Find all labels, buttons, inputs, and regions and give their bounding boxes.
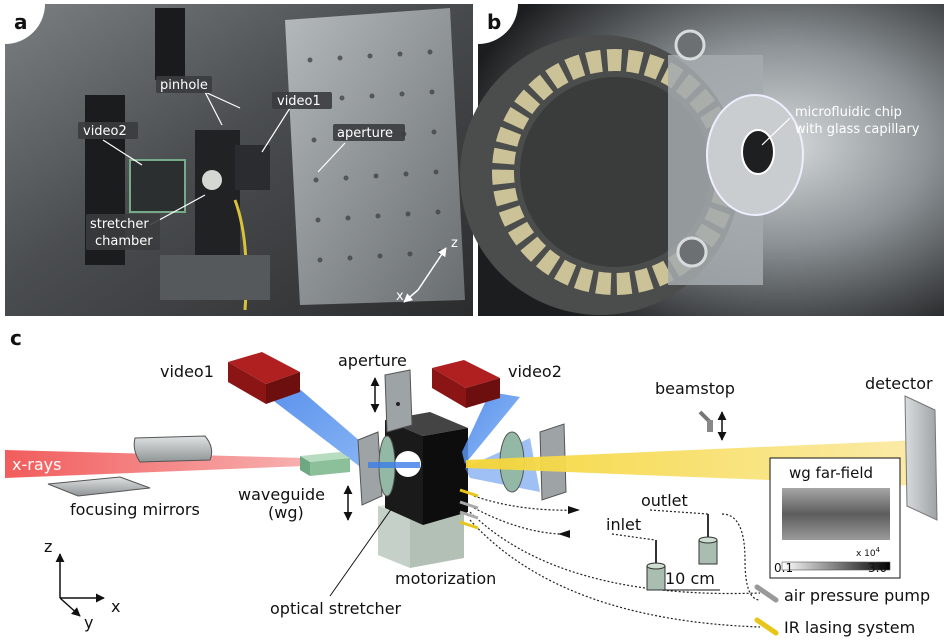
video2-tag (78, 122, 138, 139)
scale-label: 10 cm (665, 569, 715, 588)
chip-leader (761, 117, 791, 146)
far-field-image (782, 488, 890, 540)
panel-c-letter: c (10, 326, 22, 350)
stretcher-label-line1: stretcher (90, 217, 149, 232)
stretcher-chamber-body (195, 130, 240, 270)
top-mount (155, 8, 185, 80)
waveguide-label-line1: waveguide (238, 485, 325, 504)
aperture-plate (384, 369, 413, 433)
panel-a-leaders (102, 91, 346, 226)
photo-axis-z-arrow (417, 247, 447, 291)
pump-line (721, 513, 761, 601)
chamber-light (202, 170, 222, 190)
video1-camera (228, 352, 300, 404)
photo-axis-z-label: z (451, 236, 458, 251)
fiber-connectors (459, 488, 479, 530)
video1-label-c: video1 (160, 362, 214, 381)
panel-b: b microfluidic chip with glass capillary (460, 4, 944, 316)
pinhole-label: pinhole (160, 78, 208, 93)
detector-panel (904, 395, 938, 521)
far-field-scale-exp: 4 (876, 546, 881, 554)
chip-label-line2: with glass capillary (795, 122, 920, 137)
aperture-label-c: aperture (338, 351, 407, 370)
video2-label: video2 (83, 124, 127, 139)
focusing-mirror-lower (47, 476, 151, 497)
fluid-tubes (469, 495, 761, 628)
video1-label: video1 (277, 94, 321, 109)
video2-camera-body (129, 159, 186, 213)
video1-tag (272, 92, 332, 109)
panel-a-badge (5, 4, 45, 44)
xrays-label: x-rays (12, 455, 61, 474)
photo-axis-x-arrow (403, 289, 419, 303)
inner-beam (368, 462, 420, 468)
optical-stretcher-leader (329, 507, 393, 597)
lens-glass (520, 77, 710, 267)
axis-y-label: y (84, 613, 93, 632)
far-field-cbar-max: 3.0 (868, 561, 887, 575)
far-field-title: wg far-field (789, 464, 873, 482)
video2-camera (432, 360, 500, 408)
far-field-colorbar (781, 561, 891, 571)
air-pump-label: air pressure pump (784, 586, 930, 605)
motorization-label: motorization (395, 569, 496, 588)
ir-laser-cable-icon (754, 617, 779, 636)
far-field-inset: wg far-field x 104 0.1 3.0 (769, 457, 901, 579)
outlet-label: outlet (641, 491, 688, 510)
ir-laser-label: IR lasing system (784, 618, 915, 637)
stretcher-tag (86, 214, 160, 250)
video2-light-cone (462, 392, 520, 464)
panel-a: a pinhole video1 video2 aperture stretch… (5, 4, 473, 316)
detector-label: detector (865, 374, 933, 393)
panel-c: c x-rays focusing mirrors video1 wavegui… (5, 326, 938, 637)
axis-z-label: z (44, 537, 52, 556)
focusing-mirror-upper (133, 435, 213, 463)
video2-label-c: video2 (508, 362, 562, 381)
far-field-scale: x 104 (856, 546, 881, 559)
optical-stretcher-label: optical stretcher (270, 599, 402, 618)
inlet-label: inlet (606, 515, 641, 534)
screw-bottom (676, 236, 708, 268)
axis-x-label: x (111, 597, 120, 616)
focusing-mirrors-label: focusing mirrors (70, 500, 200, 519)
panel-b-badge (478, 4, 518, 44)
outlet-reservoir (698, 514, 718, 565)
axis-y-arrow (59, 597, 81, 617)
pinhole-plate (357, 431, 383, 506)
base-stage (160, 255, 270, 300)
aperture-label: aperture (337, 126, 393, 141)
far-field-cbar-min: 0.1 (774, 561, 793, 575)
pinhole-tag (156, 76, 212, 93)
panel-a-letter: a (14, 10, 28, 34)
waveguide-label-line2: (wg) (268, 503, 304, 522)
chip-label-line1: microfluidic chip (795, 105, 902, 120)
xray-beam (5, 450, 305, 478)
aperture-tag (333, 124, 405, 141)
beamstop (698, 410, 713, 432)
chip-capillary (741, 129, 775, 175)
waveguide (300, 452, 350, 476)
video1-camera-body (235, 145, 270, 190)
inlet-arrowhead (558, 530, 570, 538)
inlet-reservoir (646, 540, 666, 591)
outlet-arrowhead (568, 506, 580, 514)
air-pump-cable-icon (754, 584, 779, 603)
breadboard-plate (285, 8, 465, 305)
stretcher-label-line2: chamber (95, 234, 153, 249)
screw-top (674, 29, 706, 61)
beamstop-label: beamstop (655, 379, 735, 398)
photo-axis-x-label: x (396, 289, 404, 304)
panel-b-letter: b (487, 10, 501, 34)
